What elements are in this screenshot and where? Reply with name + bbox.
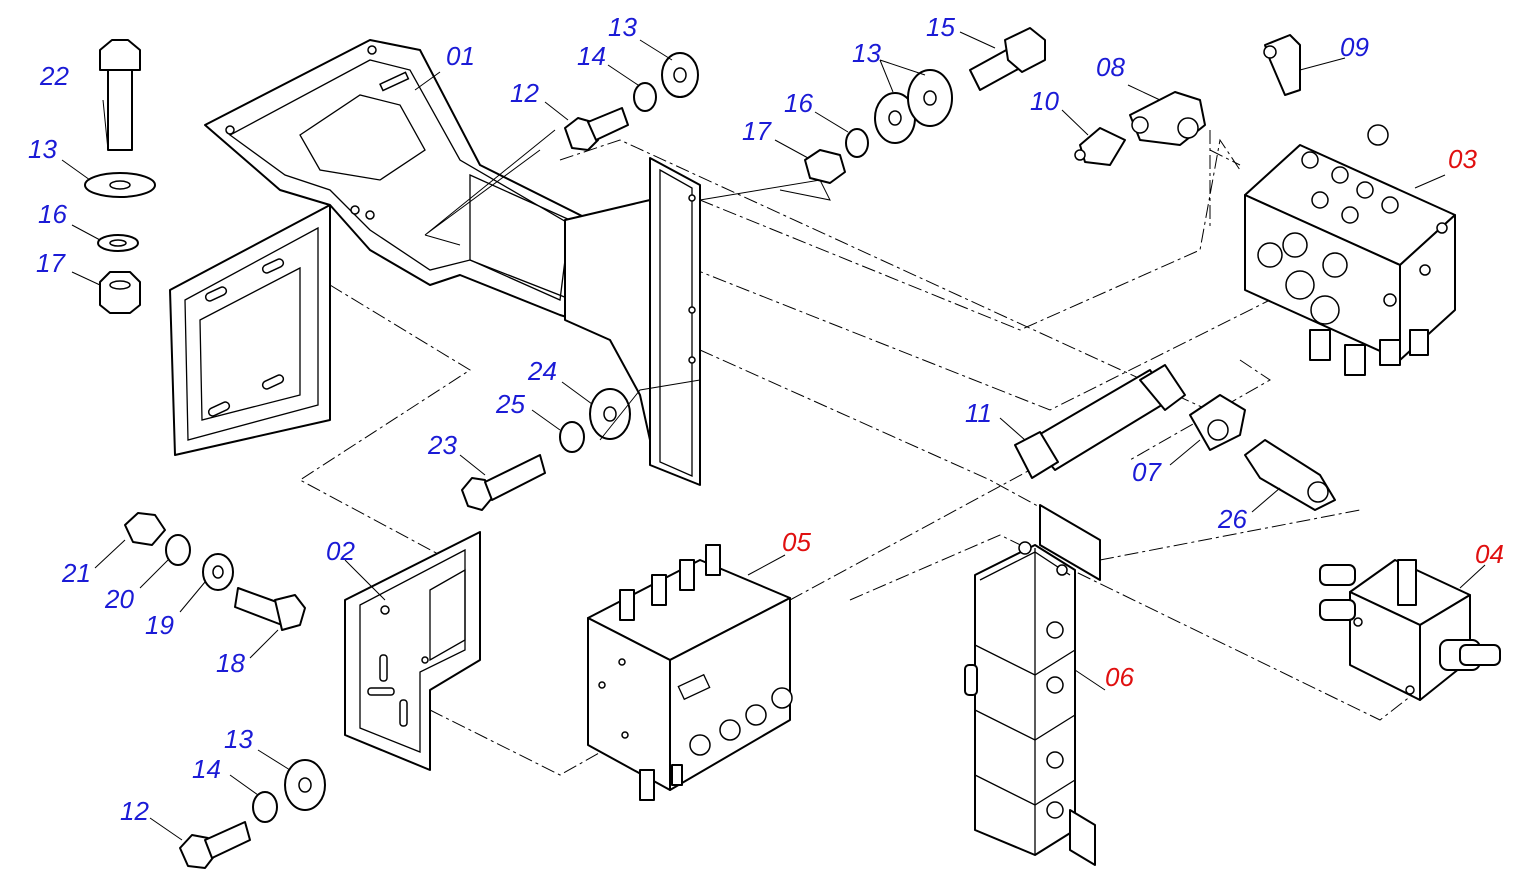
label-26: 26 bbox=[1217, 504, 1247, 534]
label-13-top: 13 bbox=[608, 12, 637, 42]
part-09-elbow-fitting bbox=[1263, 34, 1301, 96]
label-05: 05 bbox=[782, 527, 811, 557]
part-08-tee-fitting bbox=[1129, 91, 1206, 146]
label-16-mid: 16 bbox=[784, 88, 813, 118]
part-04-small-valve bbox=[1319, 559, 1501, 701]
label-09: 09 bbox=[1340, 32, 1369, 62]
label-06: 06 bbox=[1105, 662, 1134, 692]
part-05-valve-block bbox=[587, 544, 793, 801]
fastener-group-15 bbox=[804, 27, 1046, 184]
part-labels: 22 13 16 17 01 13 14 12 13 15 16 17 08 1… bbox=[28, 12, 1504, 826]
label-08: 08 bbox=[1096, 52, 1125, 82]
vertical-mounting-plate bbox=[564, 157, 701, 486]
label-16-left: 16 bbox=[38, 199, 67, 229]
part-06-stacked-motor bbox=[964, 504, 1101, 866]
bolt-22 bbox=[84, 39, 156, 314]
label-23: 23 bbox=[427, 430, 457, 460]
label-17-left: 17 bbox=[36, 248, 66, 278]
label-19: 19 bbox=[145, 610, 174, 640]
label-13-left: 13 bbox=[28, 134, 57, 164]
label-22: 22 bbox=[39, 61, 69, 91]
label-10: 10 bbox=[1030, 86, 1059, 116]
part-02-lower-bracket bbox=[344, 531, 481, 771]
label-20: 20 bbox=[104, 584, 134, 614]
leader-lines bbox=[61, 31, 1486, 841]
label-03: 03 bbox=[1448, 144, 1477, 174]
part-07-elbow-fitting bbox=[1189, 394, 1246, 451]
bolt-12-lower-group bbox=[179, 759, 326, 869]
label-04: 04 bbox=[1475, 539, 1504, 569]
part-11-long-fitting bbox=[1014, 364, 1186, 479]
part-10-fitting bbox=[1074, 127, 1126, 166]
label-02: 02 bbox=[326, 536, 355, 566]
label-12-bottom: 12 bbox=[120, 796, 149, 826]
label-17-mid: 17 bbox=[742, 116, 772, 146]
part-03-valve-block bbox=[1244, 124, 1456, 376]
label-13-bottom: 13 bbox=[224, 724, 253, 754]
part-01-main-bracket bbox=[169, 39, 611, 456]
label-18: 18 bbox=[216, 648, 245, 678]
part-26-straight-fitting bbox=[1244, 439, 1336, 511]
label-01: 01 bbox=[446, 41, 475, 71]
label-24: 24 bbox=[527, 356, 557, 386]
label-21: 21 bbox=[61, 558, 91, 588]
bolt-18-group bbox=[124, 512, 306, 631]
label-13-mid: 13 bbox=[852, 38, 881, 68]
bolt-12-upper bbox=[564, 52, 699, 151]
label-14-top: 14 bbox=[577, 41, 606, 71]
label-14-bottom: 14 bbox=[192, 754, 221, 784]
label-07: 07 bbox=[1132, 457, 1162, 487]
label-15: 15 bbox=[926, 12, 955, 42]
label-11: 11 bbox=[965, 398, 992, 428]
label-12-top: 12 bbox=[510, 78, 539, 108]
bolt-23-group bbox=[461, 388, 631, 511]
label-25: 25 bbox=[495, 389, 525, 419]
